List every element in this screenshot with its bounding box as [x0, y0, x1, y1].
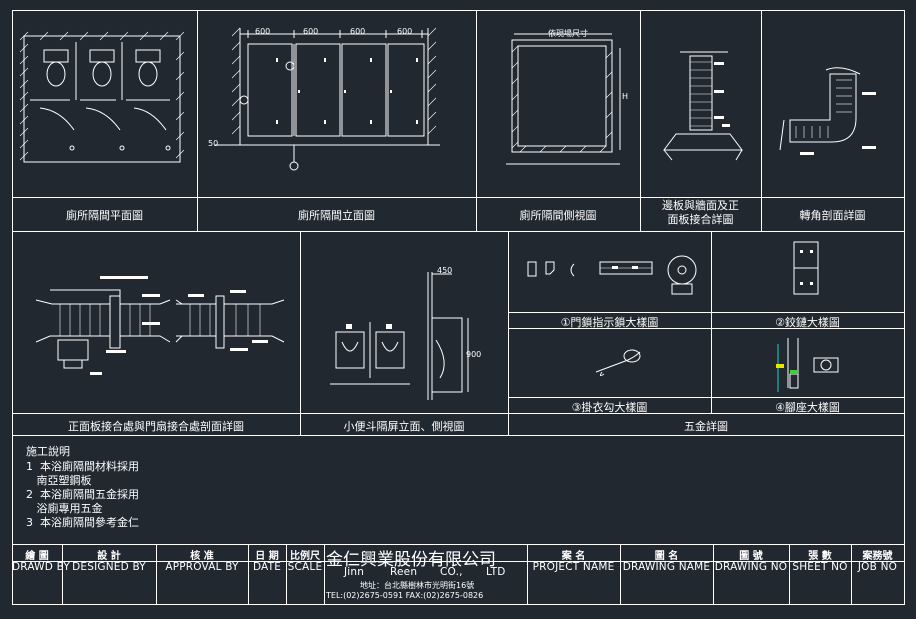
drawing-border [12, 10, 905, 605]
company-name-zh: 金仁興業股份有限公司 [326, 550, 496, 570]
company-address: 地址：台北縣樹林市光明街16號 [360, 581, 475, 590]
caption-corner: 轉角剖面詳圖 [799, 209, 866, 222]
joint-detail-tags [714, 62, 730, 127]
section-detail-drawing [35, 289, 285, 369]
joint-detail-drawing [663, 51, 743, 161]
tb-date-zh: 日 期 [255, 551, 279, 562]
tb-drawn-en: DRAWD BY [12, 561, 71, 573]
dim-side-top: 依現場尺寸 [548, 29, 588, 38]
dim-600-2: 600 [303, 27, 319, 36]
tb-designed-en: DESIGNED BY [72, 561, 146, 573]
caption-side: 廁所隔間側視圖 [519, 209, 597, 222]
tb-drawing-name-en: DRAWING NAME [622, 561, 711, 573]
notes-item-5: 3 本浴廁隔間參考金仁 [26, 516, 139, 529]
lock-indicator-fill [612, 266, 638, 269]
company-tel: TEL:(02)2675-0591 FAX:(02)2675-0826 [326, 591, 484, 600]
side-view-drawing [506, 33, 621, 165]
tb-project-en: PROJECT NAME [532, 561, 615, 573]
caption-hook: ③掛衣勾大樣圖 [571, 401, 648, 414]
section-detail-tags [90, 276, 268, 375]
notes-title: 施工說明 [26, 445, 70, 458]
notes-item-3: 2 本浴廁隔間五金採用 [26, 488, 139, 501]
tb-drawn-zh: 繪 圖 [25, 551, 49, 562]
foot-marker [776, 364, 784, 368]
caption-section: 正面板接合處與門扇接合處剖面詳圖 [68, 420, 244, 433]
tb-drawing-no-zh: 圖 號 [739, 551, 763, 562]
hinge-fill [800, 250, 813, 285]
hook-drawing [595, 349, 641, 377]
caption-hinge: ②鉸鏈大樣圖 [775, 316, 840, 329]
dim-600-4: 600 [397, 27, 413, 36]
caption-joint: 邊板與牆面及正 面板接合詳圖 [662, 199, 739, 226]
company-en-3: CO., [440, 566, 463, 578]
dim-600-3: 600 [350, 27, 366, 36]
dim-900: 900 [466, 350, 482, 359]
foot-drawing [787, 338, 839, 389]
tb-scale-zh: 比例尺 [290, 551, 320, 562]
urinal-drawing [330, 272, 469, 400]
notes-item-2: 南亞塑鋼板 [26, 474, 92, 487]
dim-h: H [622, 92, 629, 101]
tb-sheet-en: SHEET NO [792, 561, 848, 573]
corner-detail-drawing [779, 67, 861, 151]
elevation-fittings [276, 58, 418, 124]
foot-marker-green [790, 370, 798, 374]
hinge-drawing [793, 241, 819, 295]
dim-450: 450 [437, 266, 453, 275]
company-en-1: Jinn [344, 566, 365, 578]
tb-approval-en: APPROVAL BY [165, 561, 239, 573]
caption-lock: ①門鎖指示鎖大樣圖 [560, 316, 659, 329]
tb-approval-zh: 核 准 [190, 551, 214, 562]
company-en-4: LTD [486, 566, 506, 578]
tb-sheet-zh: 張 數 [808, 551, 832, 562]
elevation-drawing [215, 27, 440, 171]
tb-job-en: JOB NO [857, 561, 898, 573]
tb-scale-en: SCALE [287, 561, 323, 573]
caption-foot: ④腳座大樣圖 [775, 401, 840, 414]
company-en-2: Reen [390, 566, 418, 578]
tb-drawing-name-zh: 圖 名 [654, 551, 679, 562]
tb-drawing-no-en: DRAWING NO [714, 561, 788, 573]
lock-indicator-drawing [527, 255, 697, 295]
notes-item-1: 1 本浴廁隔間材料採用 [26, 460, 139, 473]
plan-view-drawing [19, 31, 185, 163]
tb-designed-zh: 設 計 [97, 551, 121, 562]
caption-urinal: 小便斗隔屏立面、側視圖 [343, 420, 465, 433]
caption-elevation: 廁所隔間立面圖 [298, 209, 375, 222]
dim-50: 50 [208, 139, 219, 148]
tb-project-zh: 案 名 [561, 551, 586, 562]
caption-plan: 廁所隔間平面圖 [66, 209, 143, 222]
caption-hardware: 五金詳圖 [684, 420, 728, 433]
notes-item-4: 浴廁專用五金 [26, 502, 103, 515]
tb-date-en: DATE [252, 561, 282, 573]
corner-detail-tags [800, 92, 876, 155]
tb-job-zh: 案務號 [862, 551, 893, 562]
urinal-fittings [346, 324, 392, 329]
dim-600-1: 600 [255, 27, 271, 36]
